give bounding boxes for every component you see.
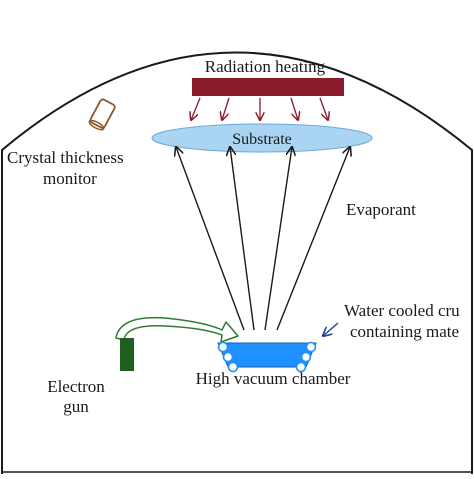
- crucible-pointer: [323, 322, 339, 336]
- electron-gun: [120, 338, 134, 371]
- crystal-monitor-label-line2: monitor: [43, 169, 97, 188]
- heat-arrow: [290, 97, 298, 120]
- heat-arrow: [319, 97, 328, 120]
- chamber-dome: [1, 51, 473, 474]
- evaporant-arrow: [264, 147, 292, 331]
- electron-beam-path: [115, 316, 239, 343]
- cooling-coil: [227, 361, 239, 373]
- evaporant-label: Evaporant: [346, 200, 416, 219]
- radiation-heater: [192, 78, 344, 96]
- water-cooled-label-line1: Water cooled cru: [344, 301, 460, 320]
- cooling-coil: [295, 361, 307, 373]
- substrate-label: Substrate: [232, 131, 292, 148]
- cooling-coil: [305, 341, 317, 353]
- water-cooled-label-line2: containing mate: [350, 322, 459, 341]
- cooling-coil: [300, 351, 312, 363]
- evaporant-arrow: [176, 147, 245, 331]
- electron-gun-label-line2: gun: [63, 397, 89, 416]
- cooling-coils: [217, 341, 317, 373]
- heat-arrow: [191, 97, 201, 120]
- evaporant-arrow: [230, 147, 255, 331]
- evaporant-arrows: [176, 147, 350, 331]
- heat-arrows: [191, 97, 328, 120]
- electron-gun-label-line1: Electron: [47, 377, 105, 396]
- heat-arrow: [222, 97, 230, 120]
- chamber-label: High vacuum chamber: [196, 369, 351, 388]
- cooling-coil: [222, 351, 234, 363]
- evaporant-arrow: [276, 147, 350, 331]
- radiation-heating-label: Radiation heating: [205, 57, 326, 76]
- crystal-monitor-icon: [88, 98, 116, 131]
- cooling-coil: [217, 341, 229, 353]
- crystal-monitor-label-line1: Crystal thickness: [7, 148, 124, 167]
- substrate: [151, 123, 373, 153]
